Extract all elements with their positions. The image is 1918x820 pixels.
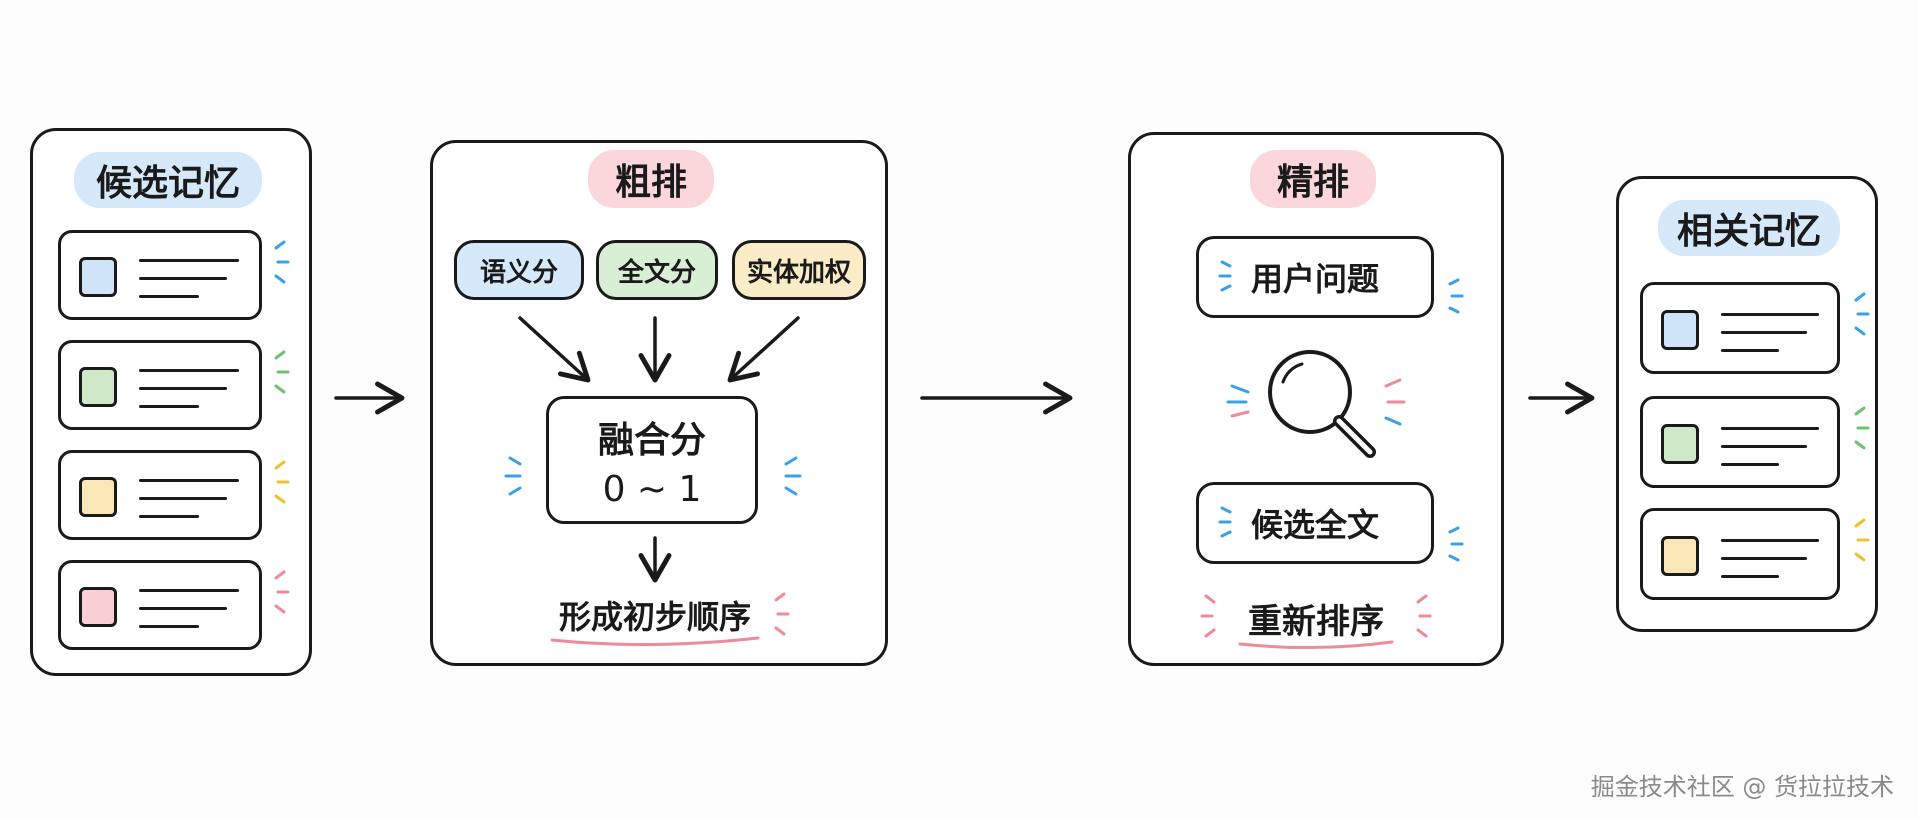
candidate-fulltext-box: 候选全文 (1196, 482, 1434, 564)
candidate-memory-title: 候选记忆 (74, 152, 262, 208)
card-square-yellow (79, 477, 117, 517)
candidate-card-3 (58, 450, 262, 540)
watermark: 掘金技术社区 @ 货拉拉技术 (1590, 773, 1894, 801)
relevant-card-3 (1640, 508, 1840, 600)
fusion-score-title: 融合分 (597, 419, 706, 461)
candidate-card-4 (58, 560, 262, 650)
card-square-blue (79, 257, 117, 297)
card-square-blue (1661, 310, 1699, 350)
fine-ranking-title: 精排 (1250, 150, 1376, 208)
chip-entity-weight: 实体加权 (732, 240, 866, 300)
candidate-card-1 (58, 230, 262, 320)
card-square-green (79, 367, 117, 407)
fine-ranking-panel (1128, 132, 1504, 666)
card-square-green (1661, 424, 1699, 464)
relevant-card-2 (1640, 396, 1840, 488)
fine-result-label: 重新排序 (1248, 602, 1384, 642)
fusion-score-box: 融合分 0 ~ 1 (546, 396, 758, 524)
relevant-memory-title: 相关记忆 (1658, 200, 1840, 256)
chip-semantic-score: 语义分 (454, 240, 584, 300)
user-question-box: 用户问题 (1196, 236, 1434, 318)
card-square-pink (79, 587, 117, 627)
coarse-ranking-title: 粗排 (588, 150, 714, 208)
chip-fulltext-score: 全文分 (596, 240, 718, 300)
fusion-score-range: 0 ~ 1 (602, 468, 702, 510)
coarse-result-label: 形成初步顺序 (558, 598, 751, 636)
candidate-card-2 (58, 340, 262, 430)
card-square-yellow (1661, 536, 1699, 576)
relevant-card-1 (1640, 282, 1840, 374)
